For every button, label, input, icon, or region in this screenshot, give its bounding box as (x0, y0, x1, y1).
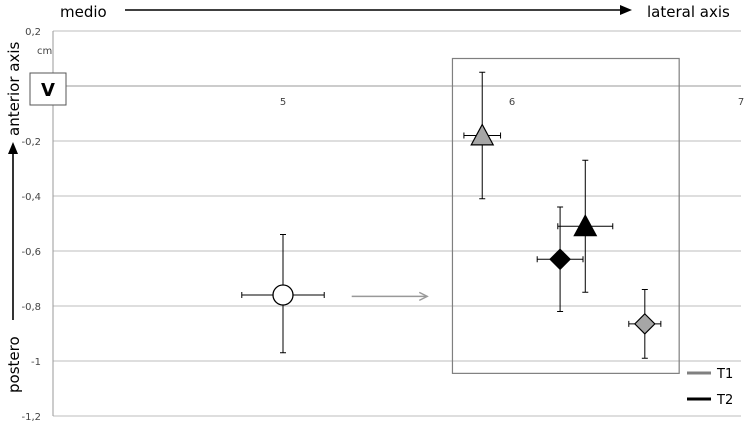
data-point-diamond (549, 248, 571, 271)
x-tick-label: 5 (280, 97, 286, 108)
y-tick-label: -0,4 (21, 192, 41, 203)
y-tick-label: -0,8 (21, 302, 41, 313)
x-axis-label-left: medio (60, 3, 107, 21)
highlight-box-layer (451, 57, 680, 374)
data-point-circle (272, 284, 294, 306)
y-tick-label: -1 (31, 357, 41, 368)
transition-arrow-head (418, 291, 429, 302)
legend-label-t1: T1 (716, 367, 733, 382)
data-point-triangle (573, 213, 598, 237)
legend-label-t2: T2 (716, 393, 733, 408)
x-axis-arrow-head (620, 5, 632, 15)
panel-label: V (41, 80, 55, 101)
data-point-triangle (470, 123, 495, 146)
y-tick-label: 0,2 (25, 27, 41, 38)
y-axis-label-top: anterior axis (5, 42, 23, 136)
y-axis-label-bottom: postero (5, 336, 23, 393)
data-point-diamond (633, 313, 656, 335)
y-axis-arrow-head (8, 142, 18, 154)
y-unit-label: cm (37, 46, 52, 57)
x-axis-label-right: lateral axis (647, 3, 730, 21)
y-tick-label: -1,2 (21, 412, 41, 423)
panel-label-box (29, 72, 67, 106)
arrow-layer (351, 291, 429, 302)
tick-labels: 0,2 -0,2 -0,4 -0,6 -0,8 -1 -1,2 5 6 7 (21, 27, 744, 423)
y-tick-label: -0,6 (21, 247, 41, 258)
error-bars (241, 71, 662, 359)
x-tick-label: 7 (738, 97, 744, 108)
y-tick-label: -0,2 (21, 137, 41, 148)
x-tick-label: 6 (509, 97, 515, 108)
gridlines (52, 30, 741, 417)
highlight-box (451, 57, 680, 374)
data-markers (272, 123, 656, 335)
